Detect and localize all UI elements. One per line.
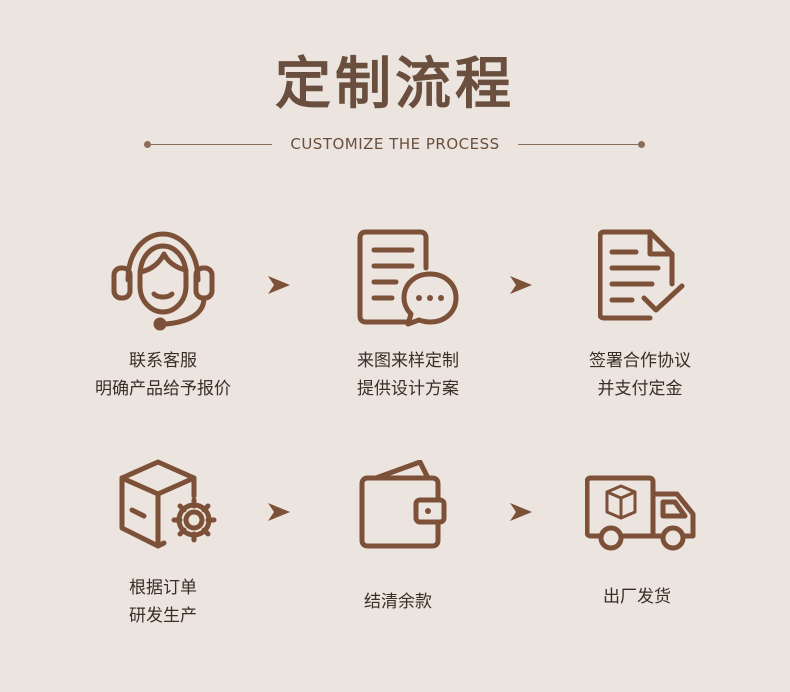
step-label-line1: 签署合作协议 [589, 351, 691, 371]
arrow-right-icon [510, 276, 532, 294]
box-gear-icon [118, 458, 218, 552]
wallet-icon [358, 460, 448, 550]
divider-dot-left [144, 141, 151, 148]
step-label-line2: 研发生产 [129, 606, 197, 626]
step-label-sign-agreement: 签署合作协议 并支付定金 [530, 347, 750, 403]
divider-line-left [148, 144, 272, 145]
step-label-line1: 结清余款 [364, 592, 432, 612]
step-label-line1: 来图来样定制 [357, 351, 459, 371]
arrow-right-icon [510, 503, 532, 521]
step-label-line2: 并支付定金 [597, 379, 683, 399]
delivery-truck-icon [585, 474, 697, 552]
step-label-sample-customization: 来图来样定制 提供设计方案 [298, 347, 518, 403]
arrow-right-icon [268, 276, 290, 294]
arrow-right-icon [268, 503, 290, 521]
subtitle-row: CUSTOMIZE THE PROCESS [0, 132, 790, 156]
step-label-line2: 明确产品给予报价 [95, 379, 231, 399]
step-label-final-payment: 结清余款 [288, 588, 508, 616]
step-label-line2: 提供设计方案 [357, 379, 459, 399]
page-subtitle: CUSTOMIZE THE PROCESS [290, 135, 500, 153]
page-title: 定制流程 [275, 52, 515, 117]
customer-service-headset-icon [108, 228, 218, 332]
signed-contract-icon [598, 228, 688, 322]
step-label-contact-service: 联系客服 明确产品给予报价 [53, 347, 273, 403]
document-chat-icon [356, 228, 460, 328]
step-label-production: 根据订单 研发生产 [53, 574, 273, 630]
step-label-shipping: 出厂发货 [527, 583, 747, 611]
divider-line-right [518, 144, 642, 145]
step-label-line1: 根据订单 [129, 578, 197, 598]
divider-dot-right [638, 141, 645, 148]
step-label-line1: 联系客服 [129, 351, 197, 371]
step-label-line1: 出厂发货 [603, 587, 671, 607]
